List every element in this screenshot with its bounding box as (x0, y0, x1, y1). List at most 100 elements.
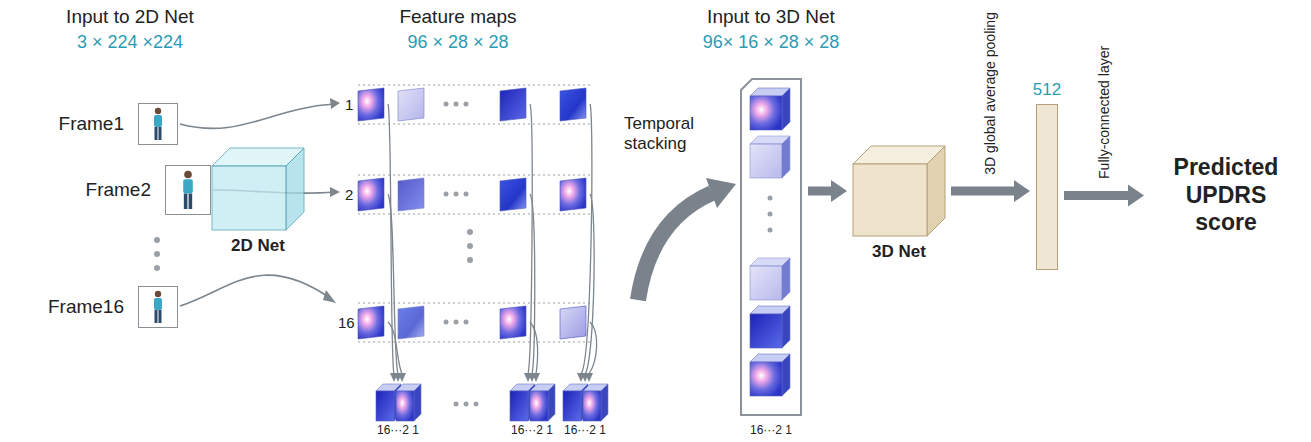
frame-shape (138, 103, 178, 145)
person-leg (189, 194, 193, 209)
feature-map-tile (398, 306, 424, 339)
dot (464, 102, 469, 107)
dotted-row-line (358, 214, 590, 215)
frame-node: Frame1 (138, 103, 178, 145)
stacking-curve (528, 104, 532, 374)
big-curved-arrow (638, 193, 712, 300)
arrow-head (585, 373, 593, 382)
arrow-head (330, 187, 340, 197)
arrow-head (1128, 184, 1144, 206)
cube2d-node: 2D Net (212, 148, 304, 230)
arrow-shaft (1064, 191, 1130, 200)
cube-side (286, 148, 304, 230)
edge-label: Fully-connected layer (1096, 44, 1113, 181)
dot (454, 102, 459, 107)
prism-front (750, 266, 782, 300)
column-node: Input to 3D Net96× 16 × 28 × 28 (740, 78, 802, 416)
node-text: 3D Net (872, 242, 926, 262)
stacking-curve (589, 322, 597, 374)
person-body (154, 115, 162, 127)
cube3d-node: 3D Net (853, 146, 945, 236)
prism-front (563, 391, 581, 421)
frame-box (139, 287, 178, 328)
node-text: Frame1 (59, 113, 124, 135)
text-label: 3 × 224 ×224 (77, 32, 183, 53)
prism-side (782, 258, 790, 300)
node-text: 2D Net (231, 236, 285, 256)
person-body (183, 179, 193, 193)
frame-box (139, 104, 178, 145)
vector-node: 512 (1036, 104, 1058, 270)
feature-map-tile (358, 306, 384, 339)
person-leg (159, 127, 162, 140)
person-leg (159, 310, 162, 323)
feature-map-tiles (358, 85, 608, 421)
feature-map-tile (500, 178, 526, 211)
prism-front (530, 391, 548, 421)
stacking-curve (585, 194, 594, 374)
plain-node: Predicted UPDRS score (1150, 150, 1302, 241)
edge-label: 3D global average pooling (982, 10, 999, 177)
dot (464, 402, 469, 407)
person-head (184, 171, 192, 179)
prism-front (750, 96, 782, 130)
arrow-head (1014, 180, 1030, 202)
text-label: Temporal stacking (624, 114, 719, 153)
flow-arrow (808, 180, 847, 202)
cube-side (927, 146, 945, 236)
flow-heads (323, 98, 340, 303)
dotted-row-line (358, 85, 590, 86)
text-label: Input to 2D Net (66, 6, 194, 28)
dot (464, 320, 469, 325)
flow-arrow (1064, 184, 1144, 206)
feature-vector (1037, 105, 1058, 270)
prism-side (782, 354, 790, 396)
text-label: 16···2 1 (377, 424, 419, 438)
feature-map-tile (500, 306, 526, 339)
dotted-row-line (358, 175, 590, 176)
frame-box (166, 166, 211, 215)
feature-map-tile (358, 88, 384, 121)
person-leg (155, 310, 158, 323)
node-text: Input to 3D Net (707, 6, 835, 28)
feature-map-tile (398, 88, 424, 121)
cube3d-shape (853, 146, 945, 236)
prism-front (583, 391, 601, 421)
arrow-head (330, 98, 340, 109)
text-label: Feature maps (399, 6, 516, 28)
dot (154, 265, 160, 271)
text-label: 16···2 1 (564, 424, 606, 438)
dot (474, 402, 479, 407)
dot (454, 402, 459, 407)
prism-front (376, 391, 394, 421)
text-label: 96 × 28 × 28 (407, 32, 508, 53)
feature-map-tile (560, 306, 586, 339)
feature-map-tile (500, 88, 526, 121)
frame-node: Frame2 (165, 165, 211, 215)
prism-side (601, 384, 608, 421)
text-label: 16 (338, 314, 355, 331)
dot (154, 237, 160, 243)
feature-map-tile (358, 178, 384, 211)
prism-side (548, 384, 555, 421)
cube-front (853, 164, 927, 236)
ellipsis-dots (154, 229, 479, 407)
prism-side (782, 136, 790, 178)
prism-side (782, 306, 790, 348)
feature-map-tile (560, 178, 586, 211)
person-body (154, 298, 162, 310)
dot (768, 196, 773, 201)
prism-front (396, 391, 414, 421)
prism-front (750, 314, 782, 348)
prism-side (414, 384, 421, 421)
person-head (155, 108, 161, 114)
dot (467, 229, 473, 235)
stacking-curve (530, 194, 535, 374)
dot (467, 257, 473, 263)
dot (444, 320, 449, 325)
person-icon (183, 171, 193, 209)
dot (154, 251, 160, 257)
person-leg (155, 127, 158, 140)
